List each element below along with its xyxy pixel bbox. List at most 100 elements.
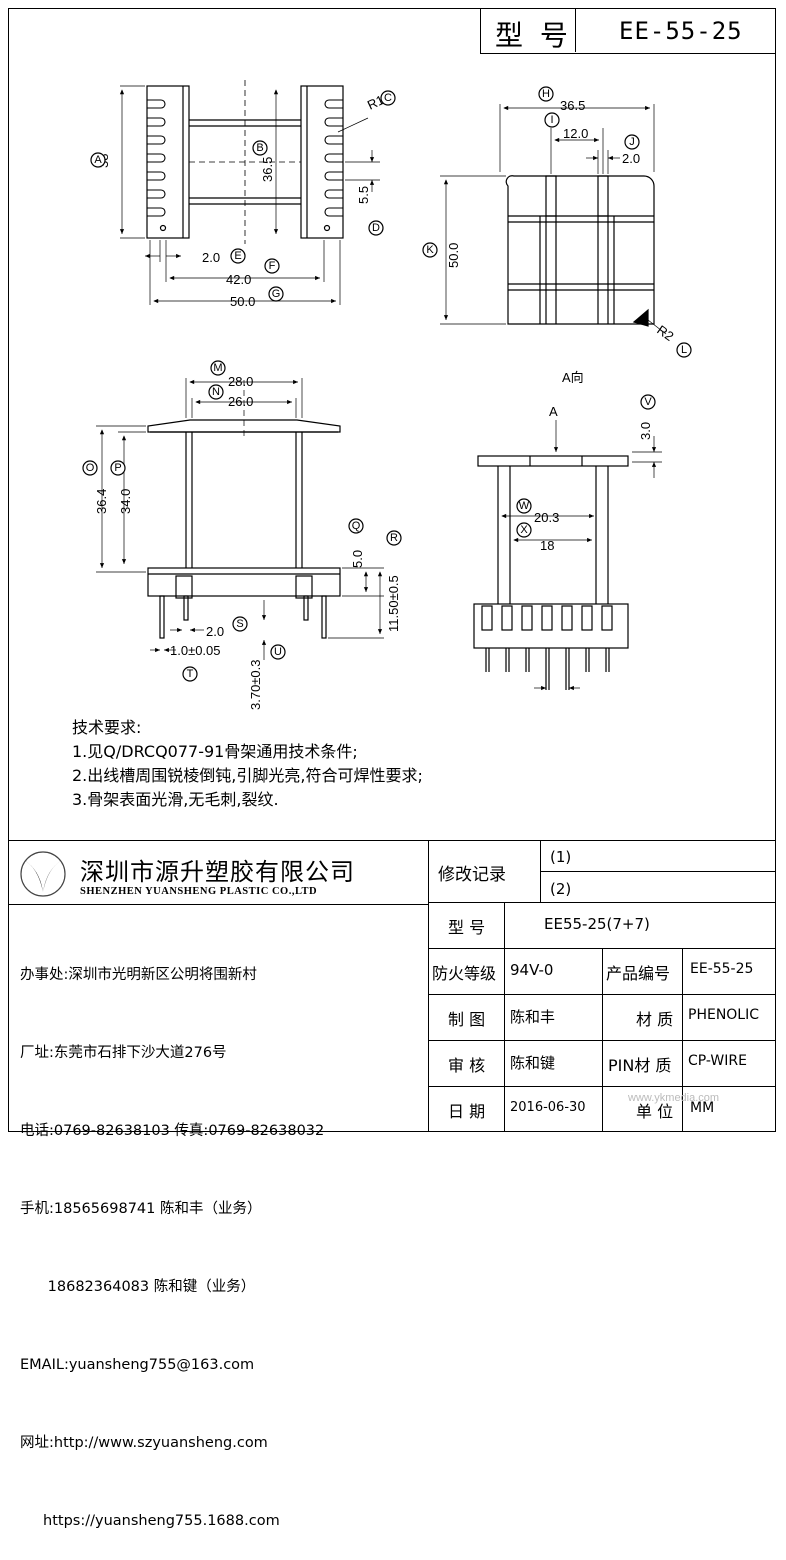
- checked-by-value: 陈和键: [510, 1054, 556, 1072]
- marker-label: V: [644, 396, 652, 408]
- marker-label: Q: [352, 520, 361, 532]
- company-info-divider: [8, 904, 428, 905]
- company-contact: 办事处:深圳市光明新区公明将围新村 厂址:东莞市石排下沙大道276号 电话:07…: [20, 910, 420, 1560]
- revision-1: (1): [550, 848, 572, 866]
- top-r2-label: R2: [654, 322, 676, 344]
- unit-label: 单 位: [636, 1102, 674, 1121]
- product-no-label: 产品编号: [606, 964, 671, 983]
- company-logo: [20, 851, 66, 897]
- side-dim-3-7: 3.70±0.3: [248, 659, 263, 710]
- marker-label: A: [94, 154, 102, 166]
- product-no-value: EE-55-25: [690, 961, 754, 977]
- marker-label: B: [256, 142, 263, 154]
- requirement-item: 3.骨架表面光滑,无毛刺,裂纹.: [72, 790, 279, 809]
- fire-rating-label: 防火等级: [432, 964, 497, 983]
- side-view: [96, 378, 384, 660]
- company-shop-url: https://yuansheng755.1688.com: [20, 1513, 280, 1529]
- company-mobile-2: 18682364083 陈和键（业务）: [20, 1279, 256, 1295]
- marker-label: S: [236, 618, 243, 630]
- pin-material-value: CP-WIRE: [688, 1053, 747, 1069]
- end-dim-20-3: 20.3: [534, 510, 559, 525]
- marker-label: I: [550, 114, 553, 126]
- front-dim-5-5: 5.5: [356, 186, 371, 204]
- marker-label: H: [542, 88, 550, 100]
- side-dim-26: 26.0: [228, 394, 253, 409]
- company-factory: 厂址:东莞市石排下沙大道276号: [20, 1045, 227, 1061]
- front-view: [119, 80, 380, 305]
- technical-drawing: R1 38 36.5 5.5 2.0 42.0 50.0 36.5 12.0 2…: [82, 80, 692, 710]
- date-value: 2016-06-30: [510, 1100, 586, 1115]
- company-website: 网址:http://www.szyuansheng.com: [20, 1435, 268, 1451]
- top-dim-2: 2.0: [622, 151, 640, 166]
- top-dim-36-5: 36.5: [560, 98, 585, 113]
- drawn-by-value: 陈和丰: [510, 1008, 556, 1026]
- marker-label: D: [372, 222, 380, 234]
- marker-label: N: [212, 386, 220, 398]
- side-dim-34: 34.0: [118, 489, 133, 514]
- marker-circles: A B C D E F G H I J K L M N O P Q R S T …: [82, 86, 692, 682]
- marker-label: G: [272, 288, 281, 300]
- front-dim-36-5: 36.5: [260, 157, 275, 182]
- model-label: 型 号: [448, 918, 486, 937]
- marker-label: R: [390, 532, 398, 544]
- company-name-cn: 深圳市源升塑胶有限公司: [80, 858, 355, 886]
- company-mobile-1: 手机:18565698741 陈和丰（业务）: [20, 1201, 262, 1217]
- marker-label: P: [114, 462, 121, 474]
- front-dim-2: 2.0: [202, 250, 220, 265]
- header-divider: [575, 8, 576, 52]
- side-dim-5: 5.0: [350, 550, 365, 568]
- drawn-by-label: 制 图: [448, 1010, 486, 1029]
- company-email: EMAIL:yuansheng755@163.com: [20, 1357, 255, 1373]
- revision-label: 修改记录: [438, 865, 506, 885]
- marker-label: T: [187, 668, 194, 680]
- marker-label: U: [274, 646, 282, 658]
- company-name-en: SHENZHEN YUANSHENG PLASTIC CO.,LTD: [80, 886, 318, 897]
- side-dim-36-4: 36.4: [94, 489, 109, 514]
- side-dim-1: 1.0±0.05: [170, 643, 221, 658]
- fire-rating-value: 94V-0: [510, 961, 554, 979]
- marker-label: K: [426, 244, 434, 256]
- end-dim-18: 18: [540, 538, 554, 553]
- side-dim-2: 2.0: [206, 624, 224, 639]
- top-dim-12: 12.0: [563, 126, 588, 141]
- title-block-grid: 型 号 EE55-25(7+7) 防火等级 94V-0 产品编号 EE-55-2…: [428, 902, 776, 1132]
- side-dim-28: 28.0: [228, 374, 253, 389]
- marker-label: O: [86, 462, 95, 474]
- marker-label: E: [234, 250, 241, 262]
- requirement-item: 1.见Q/DRCQ077-91骨架通用技术条件;: [72, 742, 358, 761]
- top-caption: A向: [562, 370, 584, 385]
- marker-label: C: [384, 92, 392, 104]
- front-dim-50: 50.0: [230, 294, 255, 309]
- pin-material-label: PIN材 质: [608, 1056, 672, 1075]
- revision-2: (2): [550, 880, 572, 898]
- marker-label: L: [681, 344, 687, 356]
- model-value: EE55-25(7+7): [544, 915, 650, 933]
- marker-label: W: [519, 500, 530, 512]
- material-value: PHENOLIC: [688, 1007, 760, 1023]
- watermark: www.ykmedia.com: [628, 1092, 720, 1104]
- end-view: [473, 420, 662, 691]
- header-model-label: 型 号: [495, 19, 572, 52]
- marker-label: X: [520, 524, 528, 536]
- company-office: 办事处:深圳市光明新区公明将围新村: [20, 967, 257, 983]
- end-arrow-a: A: [549, 404, 558, 419]
- drawing-frame: [8, 8, 776, 1132]
- front-dim-42: 42.0: [226, 272, 251, 287]
- checked-by-label: 审 核: [448, 1056, 486, 1075]
- requirement-item: 2.出线槽周围锐棱倒钝,引脚光亮,符合可焊性要求;: [72, 766, 423, 785]
- side-dim-11-5: 11.50±0.5: [386, 575, 401, 632]
- requirements-title: 技术要求:: [72, 718, 142, 737]
- material-label: 材 质: [636, 1010, 674, 1029]
- company-phone: 电话:0769-82638103 传真:0769-82638032: [20, 1123, 325, 1139]
- unit-value: MM: [690, 1100, 715, 1116]
- top-dim-50: 50.0: [446, 243, 461, 268]
- marker-label: J: [629, 136, 635, 148]
- date-label: 日 期: [448, 1102, 486, 1121]
- title-block-vertical-divider: [428, 840, 429, 1132]
- technical-requirements: 技术要求: 1.见Q/DRCQ077-91骨架通用技术条件; 2.出线槽周围锐棱…: [72, 716, 423, 812]
- end-dim-3: 3.0: [638, 422, 653, 440]
- marker-label: M: [213, 362, 222, 374]
- header-model-box: 型 号 EE-55-25: [480, 8, 776, 54]
- header-model-value: EE-55-25: [619, 17, 743, 45]
- title-block-top-border: [8, 840, 776, 841]
